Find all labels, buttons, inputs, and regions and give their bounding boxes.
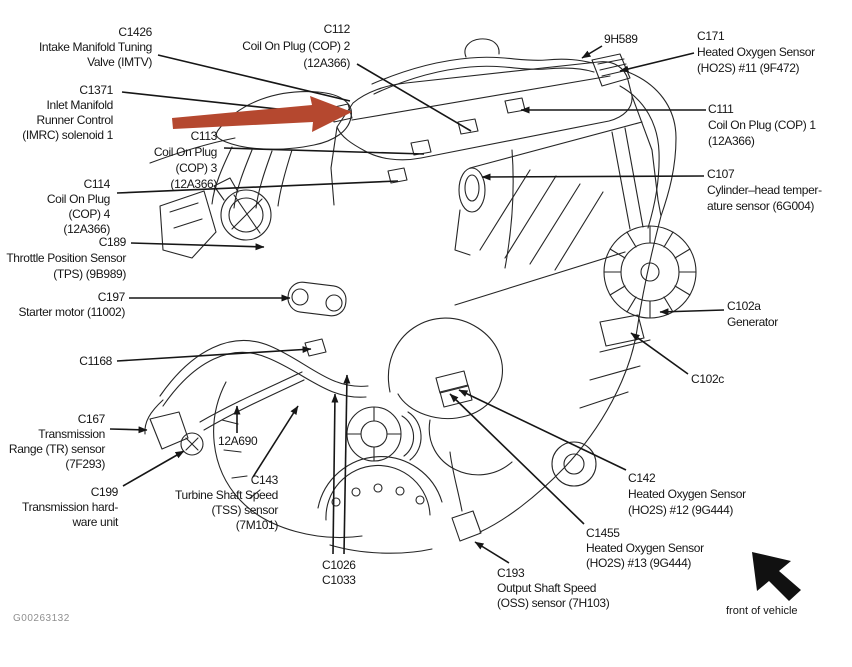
leader-c102a	[659, 308, 725, 316]
front-of-vehicle-label: front of vehicle	[726, 605, 798, 617]
highlight-arrow	[172, 96, 352, 132]
tr-sensor-connector	[149, 411, 204, 456]
coil-on-plug-4	[387, 167, 408, 184]
leader-c102c	[630, 332, 689, 375]
leader-c142	[458, 389, 627, 471]
starter-motor	[287, 281, 347, 317]
coil-on-plug-3	[410, 139, 432, 156]
oss-sensor	[449, 451, 482, 542]
leader-c1168	[116, 346, 312, 362]
ac-compressor	[551, 441, 597, 487]
intake-manifold	[149, 91, 353, 209]
leader-c199	[122, 450, 185, 487]
front-of-vehicle-arrow-icon	[752, 552, 801, 601]
coil-on-plug-2	[457, 118, 479, 135]
drawing-number: G00263132	[13, 613, 70, 624]
bell-housing	[213, 381, 363, 539]
wiring-harness	[144, 317, 513, 476]
crank-pulley	[346, 406, 422, 462]
label-12a690: 12A690	[218, 434, 258, 448]
label-c102c: C102c	[691, 372, 724, 386]
leader-c171	[619, 52, 695, 73]
label-c1168: C1168	[79, 354, 112, 368]
leader-c112	[356, 63, 472, 132]
o2-sensor-wiring	[479, 71, 677, 533]
leader-c1426	[157, 54, 351, 102]
harness-connector-9h589	[591, 53, 631, 87]
ho2s-connector-bracket	[435, 370, 473, 408]
engine-mount-bracket	[159, 190, 217, 259]
leader-c113	[223, 147, 425, 155]
leader-c114	[116, 180, 399, 194]
leader-c1033	[343, 374, 351, 555]
leader-9h589	[581, 45, 603, 59]
generator	[599, 127, 697, 347]
leader-c167	[109, 426, 148, 434]
throttle-body	[213, 177, 272, 241]
leader-c143	[252, 405, 299, 478]
harness-conduit	[371, 38, 595, 95]
generator-bracket-c102c	[599, 314, 645, 347]
label-9h589: 9H589	[604, 32, 638, 46]
cht-sensor	[454, 167, 486, 256]
leader-c1455	[449, 393, 585, 525]
leader-c189	[130, 242, 265, 251]
leader-c107	[481, 173, 705, 181]
leader-c1026	[331, 393, 339, 555]
leader-c193	[474, 541, 510, 564]
harness-connector-c1168	[304, 338, 327, 357]
leader-lines	[109, 45, 725, 564]
flywheel	[317, 456, 443, 554]
cylinder-block	[330, 95, 662, 409]
